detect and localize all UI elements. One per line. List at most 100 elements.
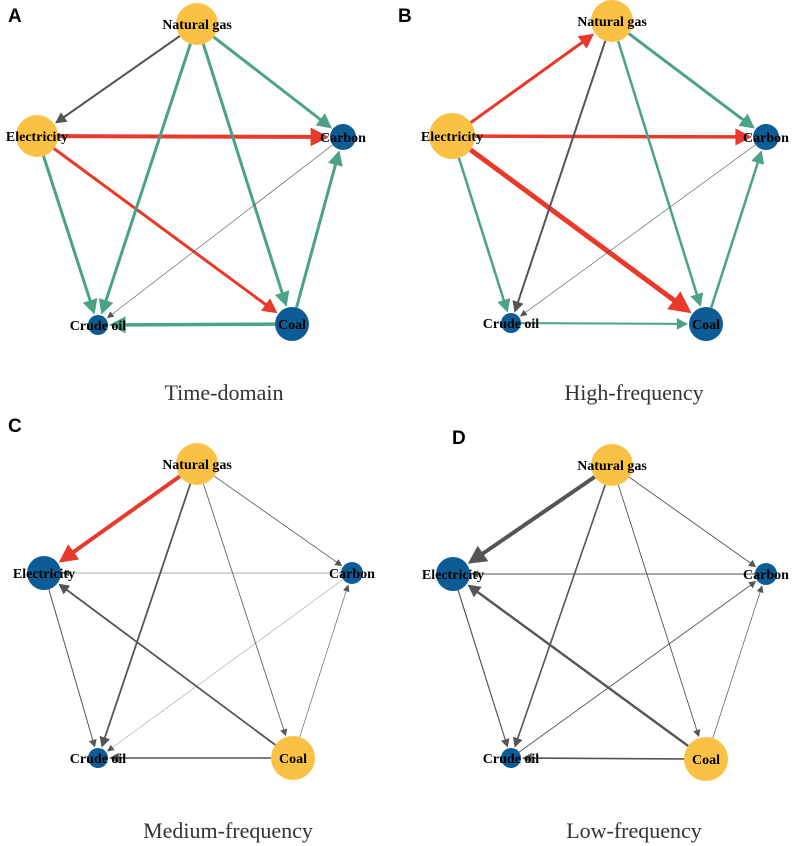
node-oil: Crude oil — [483, 748, 539, 768]
node-coal: Coal — [689, 307, 723, 341]
panel-caption: Low-frequency — [566, 818, 702, 843]
edge-line — [65, 588, 276, 746]
edge-coal-to-carbon — [295, 150, 343, 308]
edges — [48, 474, 350, 764]
edge-line — [516, 484, 606, 740]
edge-line — [42, 155, 92, 302]
edge-gas-to-oil — [513, 484, 606, 748]
node-circle — [176, 3, 218, 45]
edge-line — [524, 144, 756, 314]
edge-arrowhead — [738, 113, 755, 129]
node-circle — [501, 313, 521, 333]
edge-coal-to-carbon — [299, 584, 350, 738]
edge-line — [712, 590, 761, 739]
edge-line — [203, 483, 285, 731]
node-label: Electricity — [13, 567, 75, 582]
node-oil: Crude oil — [483, 313, 539, 333]
edge-arrowhead — [467, 584, 482, 598]
node-label: Carbon — [329, 567, 375, 582]
node-elec: Electricity — [6, 115, 68, 157]
edge-line — [627, 32, 745, 122]
edge-arrowhead — [522, 753, 532, 764]
edge-gas-to-oil — [99, 483, 192, 748]
edge-gas-to-elec — [55, 35, 181, 124]
edge-gas-to-carbon — [628, 476, 757, 568]
edge-gas-to-oil — [98, 43, 192, 315]
edge-coal-to-elec — [467, 584, 689, 747]
edge-line — [104, 43, 192, 302]
edge-arrowhead — [471, 570, 479, 578]
edge-arrowhead — [751, 150, 765, 165]
edges — [457, 475, 764, 764]
edge-arrowhead — [343, 584, 350, 593]
edge-line — [617, 484, 698, 732]
edge-arrowhead — [735, 128, 752, 146]
node-carbon: Carbon — [743, 124, 789, 150]
node-circle — [176, 443, 218, 485]
edge-gas-to-carbon — [213, 475, 343, 567]
node-label: Natural gas — [577, 15, 647, 30]
node-circle — [591, 444, 633, 486]
edge-arrowhead — [98, 298, 114, 315]
panel-caption: Time-domain — [165, 380, 284, 405]
node-coal: Coal — [275, 307, 309, 341]
edge-arrowhead — [577, 33, 595, 49]
node-coal: Coal — [684, 737, 728, 781]
node-label: Natural gas — [162, 18, 232, 33]
edge-arrowhead — [274, 290, 290, 307]
edge-arrowhead — [328, 150, 343, 167]
edge-line — [469, 40, 584, 124]
edge-elec-to-oil — [457, 590, 510, 748]
edge-line — [48, 589, 94, 742]
edge-gas-to-oil — [512, 40, 607, 313]
edge-line — [710, 161, 760, 309]
edge-line — [111, 579, 344, 749]
edge-line — [103, 483, 192, 739]
node-circle — [88, 748, 108, 768]
node-circle — [275, 307, 309, 341]
edge-line — [299, 590, 347, 738]
edge-elec-to-oil — [457, 157, 511, 313]
node-gas: Natural gas — [162, 443, 232, 485]
edge-carbon-to-oil — [106, 579, 344, 752]
edge-line — [516, 40, 607, 304]
edge-carbon-to-elec — [62, 569, 341, 577]
node-circle — [16, 115, 58, 157]
edge-line — [201, 43, 284, 295]
edge-arrowhead — [310, 127, 329, 147]
node-label: Coal — [692, 753, 720, 768]
node-circle — [436, 557, 470, 591]
edge-arrowhead — [261, 298, 278, 314]
node-circle — [755, 563, 777, 585]
node-label: Electricity — [422, 568, 484, 583]
edge-arrowhead — [467, 545, 489, 564]
edge-coal-to-elec — [58, 583, 276, 746]
edge-elec-to-coal — [53, 147, 278, 314]
panel-caption: Medium-frequency — [143, 818, 313, 843]
edge-arrowhead — [334, 559, 343, 567]
node-label: Natural gas — [577, 459, 647, 474]
edge-carbon-to-oil — [106, 144, 333, 319]
node-elec: Electricity — [422, 557, 484, 591]
edge-line — [124, 322, 276, 327]
node-label: Coal — [692, 318, 720, 333]
node-gas: Natural gas — [162, 3, 232, 45]
edge-arrowhead — [88, 739, 97, 748]
edge-gas-to-coal — [617, 40, 704, 307]
node-circle — [591, 0, 633, 42]
edge-line — [476, 590, 689, 747]
edge-gas-to-carbon — [212, 35, 332, 129]
edge-line — [520, 322, 678, 325]
edge-line — [518, 584, 752, 753]
edge-carbon-to-elec — [471, 570, 755, 578]
edge-arrowhead — [756, 585, 764, 594]
edges — [42, 35, 343, 334]
edge-arrowhead — [519, 309, 528, 317]
node-label: Carbon — [743, 131, 789, 146]
edge-arrowhead — [58, 583, 71, 595]
node-circle — [753, 124, 779, 150]
edge-arrowhead — [106, 311, 115, 319]
